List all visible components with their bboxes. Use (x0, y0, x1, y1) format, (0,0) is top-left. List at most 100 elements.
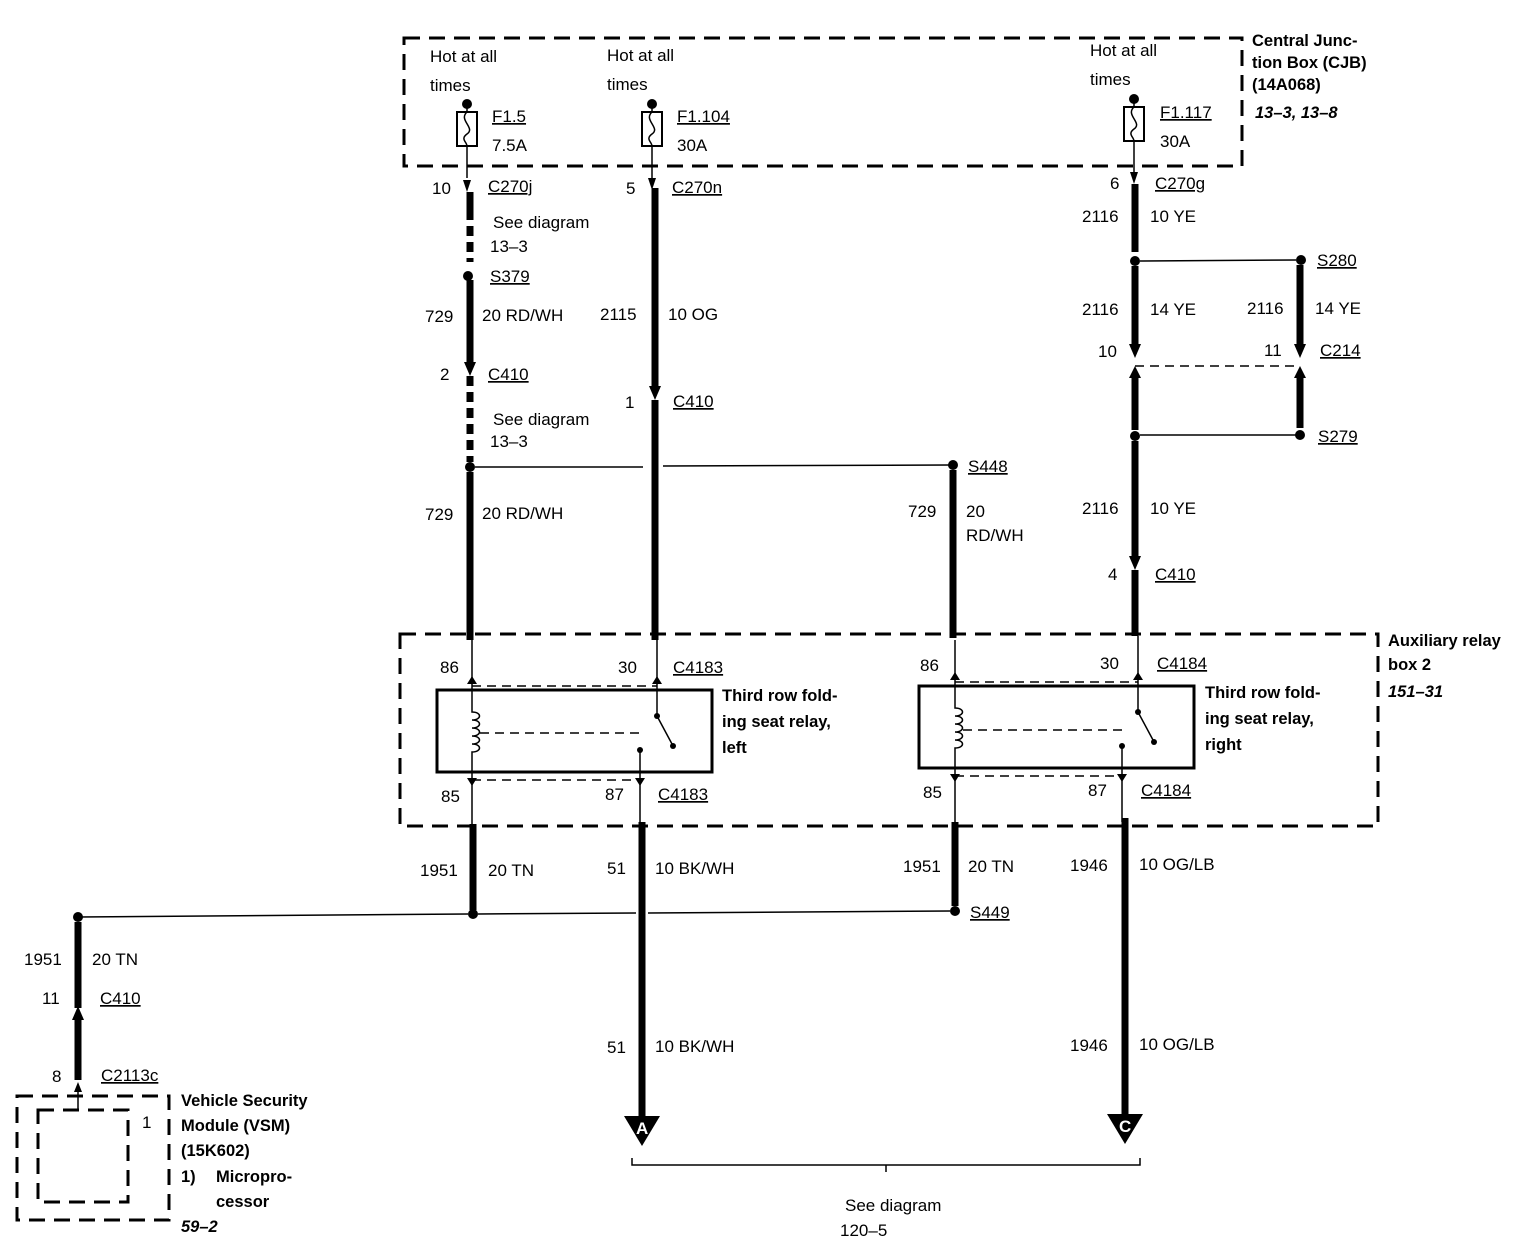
see-diagram-note: 13–3 (490, 432, 528, 451)
wire-s448: S448 729 20 RD/WH (908, 457, 1024, 638)
cjb-title-line-1: Central Junc- (1252, 32, 1357, 50)
fuse-icon (456, 111, 478, 147)
pin-number: 87 (605, 785, 624, 804)
splice-dot (1130, 431, 1140, 441)
relay-name-line-1: Third row fold- (1205, 684, 1320, 702)
connector-arrow (464, 362, 476, 376)
relay-name-line-3: left (722, 739, 747, 757)
splice-s279-dot (1295, 430, 1305, 440)
see-diagram-note: See diagram (493, 213, 589, 232)
connector-arrow (72, 1006, 84, 1020)
pin-number: 2 (440, 365, 449, 384)
fuse-hot-label: Hot at all (607, 46, 674, 65)
wire-gauge-color: 20 RD/WH (482, 504, 563, 523)
pin-number: 87 (1088, 781, 1107, 800)
terminal-letter: C (1119, 1117, 1131, 1136)
vsm-inner-pin: 1 (142, 1113, 151, 1132)
relay-coil-icon (471, 690, 481, 772)
circuit-number: 2116 (1082, 499, 1119, 518)
connector-label: C270j (488, 177, 532, 196)
relay-right: 86 30 C4184 Third row fold- ing seat rel… (917, 636, 1320, 822)
vsm-title-line-1: Vehicle Security (181, 1092, 308, 1110)
auxiliary-relay-box: Auxiliary relay box 2 151–31 86 30 C4183 (398, 632, 1502, 828)
pin-number: 10 (1098, 342, 1117, 361)
wire-gauge-color: 10 YE (1150, 499, 1196, 518)
pin-number: 1 (625, 393, 634, 412)
circuit-number: 1951 (24, 950, 62, 969)
splice-label: S279 (1318, 427, 1358, 446)
pin-number: 5 (626, 179, 635, 198)
terminal-a: A (624, 1116, 660, 1146)
relay-switch-icon (656, 715, 673, 745)
ground-bus-line (78, 913, 469, 918)
circuit-number: 2115 (600, 305, 637, 324)
connector-arrow (1129, 556, 1141, 570)
relay-housing (435, 688, 714, 774)
connector-label: C214 (1320, 341, 1361, 360)
relay-name-line-2: ing seat relay, (722, 713, 831, 731)
relay-housing (917, 684, 1196, 770)
fuse-rating: 30A (1160, 132, 1191, 151)
pin-number: 30 (618, 658, 637, 677)
connector-arrow (463, 180, 471, 192)
circuit-number: 729 (425, 307, 453, 326)
connector-label: C270n (672, 178, 722, 197)
vsm-title-line-3: (15K602) (181, 1142, 250, 1160)
pin-number: 86 (440, 658, 459, 677)
circuit-number: 51 (607, 859, 626, 878)
pin-number: 8 (52, 1067, 61, 1086)
circuit-number: 729 (908, 502, 936, 521)
see-diagram-note: See diagram (493, 410, 589, 429)
aux-box-dashed-outline (398, 632, 1380, 828)
fuse-f1-104: Hot at all times F1.104 30A (607, 46, 730, 155)
fuse-rating: 7.5A (492, 136, 528, 155)
connector-arrow (1130, 172, 1138, 184)
circuit-number: 2116 (1082, 300, 1119, 319)
connector-label: C410 (100, 989, 141, 1008)
terminal-arrow-a (624, 1116, 660, 1146)
fuse-hot-label: Hot at all (430, 47, 497, 66)
wire-gauge-color: 20 TN (488, 861, 534, 880)
vsm-note-line-2: cessor (216, 1193, 270, 1211)
wire-gauge-color: 10 YE (1150, 207, 1196, 226)
aux-box-ref: 151–31 (1388, 683, 1443, 701)
wire-gauge-color: RD/WH (966, 526, 1024, 545)
connector-arrow (74, 1082, 82, 1092)
vsm-ref: 59–2 (181, 1218, 218, 1236)
cjb-title-line-3: (14A068) (1252, 76, 1321, 94)
vsm-note-line-1: Micropro- (216, 1168, 292, 1186)
fuse-name: F1.5 (492, 107, 526, 126)
connector-label: C410 (1155, 565, 1196, 584)
connector-label: C410 (673, 392, 714, 411)
pin-number: 85 (923, 783, 942, 802)
fuse-hot-label: times (430, 76, 471, 95)
fuse-hot-label: Hot at all (1090, 41, 1157, 60)
circuit-number: 1946 (1070, 856, 1108, 875)
wire-gauge-color: 20 (966, 502, 985, 521)
connector-label: C270g (1155, 174, 1205, 193)
circuit-number: 2116 (1082, 207, 1119, 226)
wire-gauge-color: 10 OG (668, 305, 718, 324)
connector-label: C4183 (658, 785, 708, 804)
wire-gauge-color: 20 RD/WH (482, 306, 563, 325)
terminal-c: C (1107, 1114, 1143, 1144)
aux-box-title-line-2: box 2 (1388, 656, 1431, 674)
pin-number: 86 (920, 656, 939, 675)
relay-coil-icon (954, 686, 964, 768)
aux-box-title-line-1: Auxiliary relay (1388, 632, 1502, 650)
connector-arrow (649, 386, 661, 400)
fuse-icon (641, 111, 663, 147)
microprocessor-dashed-outline (36, 1108, 130, 1204)
vsm-note-number: 1) (181, 1168, 196, 1186)
fuse-f1-117: Hot at all times F1.117 30A (1090, 41, 1212, 151)
vsm-dashed-outline (15, 1094, 171, 1222)
relay-left: 86 30 C4183 Third row fold- ing seat rel… (435, 640, 837, 824)
circuit-number: 51 (607, 1038, 626, 1057)
connector-arrow (1129, 344, 1141, 358)
splice-s280-dot (1296, 255, 1306, 265)
circuit-number: 1946 (1070, 1036, 1108, 1055)
fuse-name: F1.117 (1160, 103, 1212, 122)
wire-circuit-2116: 6 C270g 2116 10 YE S280 2116 14 YE 2116 … (1082, 172, 1361, 636)
connector-label: C4183 (673, 658, 723, 677)
splice-s449-dot (950, 906, 960, 916)
